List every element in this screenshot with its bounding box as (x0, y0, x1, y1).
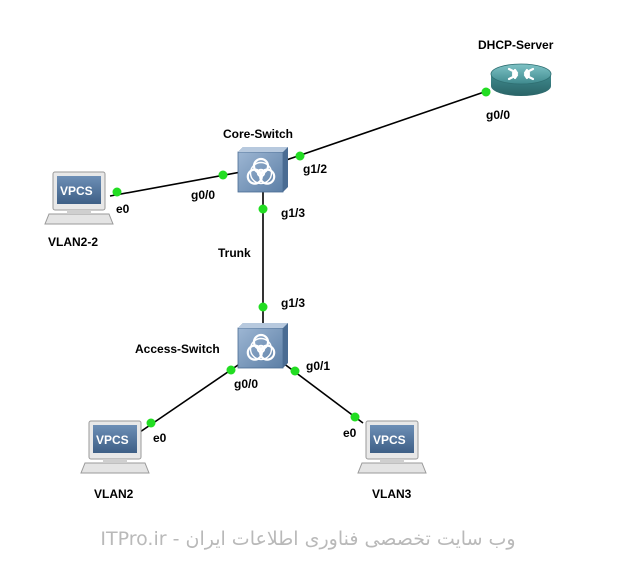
port-dot-access-g13 (258, 302, 268, 312)
port-dot-access-g00 (226, 365, 236, 375)
core-switch-label: Core-Switch (223, 127, 293, 141)
port-dot-core-g12 (295, 151, 305, 161)
port-label-vlan2-2-e0: e0 (116, 202, 130, 216)
port-label-dhcp-g00: g0/0 (486, 108, 510, 122)
port-label-core-g00: g0/0 (191, 188, 215, 202)
access-switch-label: Access-Switch (135, 342, 220, 356)
router-icon (490, 63, 552, 96)
multilayer-switch-icon (237, 147, 288, 193)
vlan2-label: VLAN2 (94, 487, 134, 501)
vlan2-2-label: VLAN2-2 (48, 235, 98, 249)
port-label-access-g00: g0/0 (234, 377, 258, 391)
port-dot-vlan3-e0 (350, 412, 360, 422)
core-switch-node[interactable] (237, 147, 288, 193)
link-core-vlan2-2 (109, 167, 264, 197)
port-label-vlan3-e0: e0 (343, 426, 357, 440)
watermark-text: ITPro.ir - وب سایت تخصصی فناوری اطلاعات … (100, 528, 515, 550)
port-label-core-g12: g1/2 (303, 162, 327, 176)
port-dot-core-g00 (218, 170, 228, 180)
port-dot-core-g13 (258, 204, 268, 214)
dhcp-server-node[interactable] (490, 63, 552, 96)
trunk-label: Trunk (218, 246, 251, 260)
port-dot-dhcp-g00 (481, 87, 491, 97)
vlan2-node[interactable]: VPCS (80, 420, 150, 474)
port-label-access-g13: g1/3 (281, 296, 305, 310)
vlan2-2-node[interactable]: VPCS (44, 171, 114, 225)
port-label-access-g01: g0/1 (306, 359, 330, 373)
port-dots (112, 87, 491, 428)
links (109, 89, 491, 433)
vpcs-icon: VPCS (80, 420, 150, 474)
port-dot-vlan2-2-e0 (112, 187, 122, 197)
port-dot-vlan2-e0 (146, 418, 156, 428)
multilayer-switch-icon (237, 323, 288, 369)
vlan3-node[interactable]: VPCS (357, 420, 427, 474)
access-switch-node[interactable] (237, 323, 288, 369)
dhcp-server-label: DHCP-Server (478, 38, 554, 52)
vpcs-icon: VPCS (44, 171, 114, 225)
port-label-core-g13: g1/3 (281, 206, 305, 220)
vpcs-screen-text: VPCS (96, 433, 129, 447)
vlan3-label: VLAN3 (372, 487, 412, 501)
vpcs-screen-text: VPCS (60, 184, 93, 198)
vpcs-icon: VPCS (357, 420, 427, 474)
port-dot-access-g01 (290, 366, 300, 376)
vpcs-screen-text: VPCS (373, 433, 406, 447)
port-label-vlan2-e0: e0 (153, 431, 167, 445)
